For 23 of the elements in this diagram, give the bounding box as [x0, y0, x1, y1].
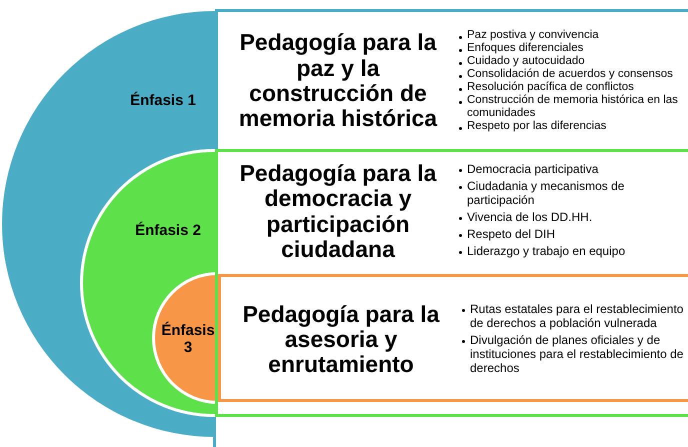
bullet-item: Liderazgo y trabajo en equipo	[458, 244, 688, 258]
bullet-item: Divulgación de planes oficiales y de instituciones para el restablecimiento de derechos	[461, 332, 688, 374]
bullet-item: Ciudadania y mecanismos de participación	[458, 179, 688, 207]
bullet-item: Construcción de memoria histórica en las comunidades	[458, 94, 688, 120]
bullet-item: Respeto del DIH	[458, 227, 688, 241]
bullet-item: Paz postiva y convivencia	[458, 29, 688, 42]
bullet-item: Resolución pacífica de conflictos	[458, 81, 688, 94]
emphasis-label: Énfasis 2	[134, 222, 202, 240]
topic-panel	[218, 274, 688, 402]
bullet-item: Cuidado y autocuidado	[458, 55, 688, 68]
emphasis-label: Énfasis 3	[160, 322, 216, 356]
bullet-item: Consolidación de acuerdos y consensos	[458, 68, 688, 81]
emphasis-label: Énfasis 1	[129, 92, 197, 110]
bullet-item: Enfoques diferenciales	[458, 42, 688, 55]
bullet-item: Respeto por las diferencias	[458, 120, 688, 133]
bullet-item: Rutas estatales para el restablecimiento de derechos a población vulnerada	[461, 302, 688, 330]
panel-heading: Pedagogía para la asesoria y enrutamiento	[242, 302, 440, 378]
bullet-item: Vivencia de los DD.HH.	[458, 210, 688, 224]
panel-heading: Pedagogía para la democracia y participación ciudadana	[238, 160, 438, 262]
topic-panel	[215, 149, 688, 417]
panel-heading: Pedagogía para la paz y la construcción de memoria histórica	[238, 30, 438, 132]
bullet-item: Democracia participativa	[458, 162, 688, 176]
topic-panel	[215, 9, 688, 150]
